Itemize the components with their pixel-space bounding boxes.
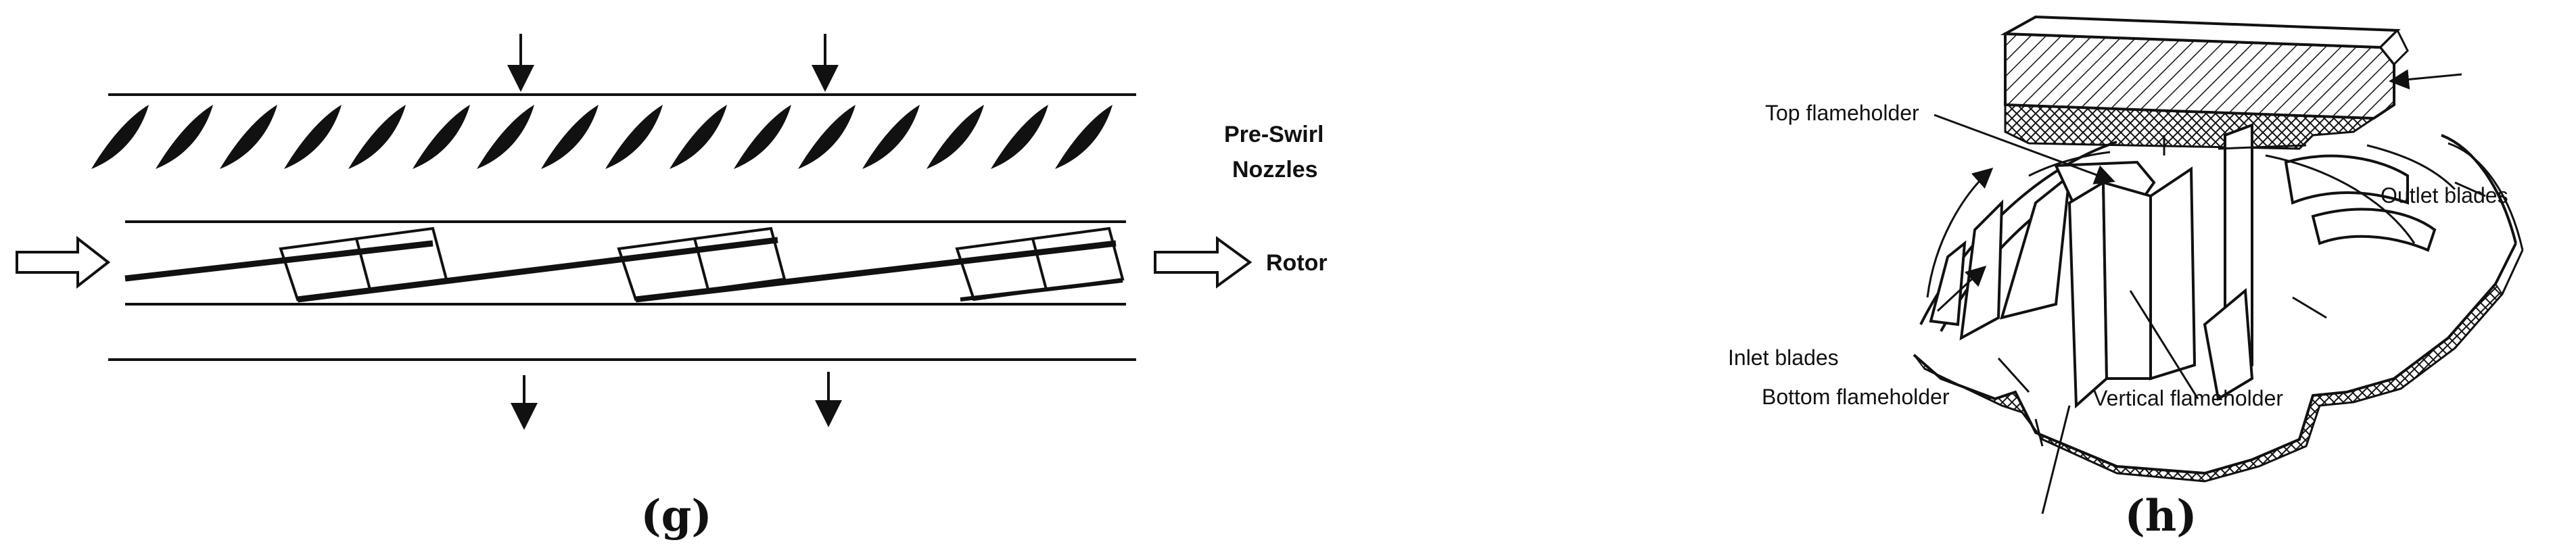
nozzle-blade — [734, 105, 791, 169]
nozzle-blade — [1055, 105, 1113, 169]
panel-g-pre-swirl-diagram: Pre-Swirl Nozzles Rotor (g) — [16, 34, 1328, 541]
rotor-slanted-path — [124, 226, 1125, 303]
nozzle-blade — [284, 105, 342, 169]
rotor-hole-block — [279, 226, 448, 301]
nozzle-blade — [220, 105, 277, 169]
bottom-wall-crosshatch — [1913, 283, 2504, 483]
label-bottom-flameholder: Bottom flameholder — [1762, 385, 1950, 409]
rotor-hole-block — [955, 226, 1125, 301]
top-casing-block — [2000, 15, 2462, 150]
rotor-hole-block — [617, 226, 787, 301]
rotor-trace-segment — [124, 240, 434, 282]
nozzle-blade — [477, 105, 534, 169]
label-vertical-flameholder: Vertical flameholder — [2093, 386, 2283, 410]
pre-swirl-nozzle-row — [91, 105, 1113, 169]
panel-h-flameholder-diagram: Top flameholder Outlet blades Inlet blad… — [1728, 15, 2524, 541]
label-top-flameholder: Top flameholder — [1765, 101, 1919, 125]
outlet-blades — [2203, 123, 2437, 402]
vertical-flameholder — [2067, 166, 2197, 409]
nozzle-blade — [798, 105, 856, 169]
nozzle-blade — [862, 105, 920, 169]
label-outlet-blades: Outlet blades — [2381, 183, 2508, 208]
label-rotor: Rotor — [1266, 250, 1328, 276]
caption-g: (g) — [640, 491, 711, 541]
nozzle-blade — [541, 105, 599, 169]
caption-h: (h) — [2124, 491, 2197, 541]
nozzle-blade — [670, 105, 727, 169]
interior-ribs — [2028, 135, 2456, 244]
label-inlet-blades: Inlet blades — [1728, 345, 1839, 370]
inlet-blades — [1929, 172, 2071, 341]
label-pre-swirl: Pre-Swirl — [1224, 122, 1324, 147]
inlet-hollow-arrow — [16, 235, 111, 289]
nozzle-blade — [413, 105, 470, 169]
nozzle-blade — [991, 105, 1048, 169]
rotor-hollow-arrow — [1154, 236, 1252, 289]
label-nozzles: Nozzles — [1232, 157, 1318, 183]
nozzle-blade — [156, 105, 213, 169]
nozzle-blade — [91, 105, 149, 169]
nozzle-blade — [348, 105, 406, 169]
leader-lines — [1926, 114, 2486, 514]
nozzle-blade — [927, 105, 984, 169]
nozzle-blade — [605, 105, 663, 169]
